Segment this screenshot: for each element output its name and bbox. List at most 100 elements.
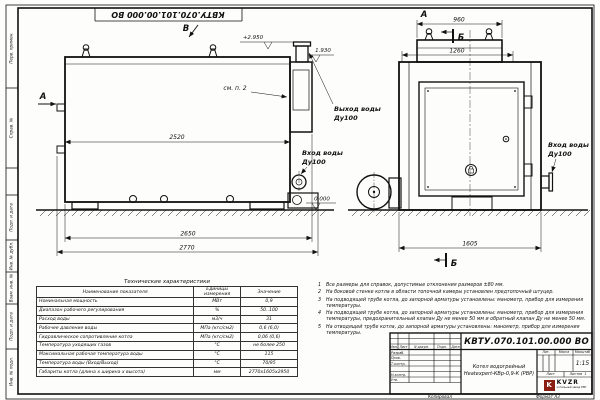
section-label-bottom: Б — [451, 259, 458, 269]
designation-top-rotated: КВТУ.070.101.00.000 ВО — [111, 10, 225, 19]
lifting-lug — [82, 44, 90, 51]
title-block-col-list: Лист — [399, 344, 408, 349]
note-text: Все размеры для справок, допустимые откл… — [326, 283, 505, 288]
water-inlet-stub-front — [540, 175, 550, 189]
cell-name: Номинальная мощность — [35, 297, 195, 307]
title-block-col-doc: N докум. — [414, 344, 429, 349]
logo-sub-text: котельный завод РЭП — [556, 386, 587, 390]
side-view-dimensions — [38, 24, 336, 256]
outlet-label-line1: Выход воды — [334, 105, 381, 113]
title-block-row-tkontr: Т.контр. — [391, 361, 406, 366]
cell-value: 2770х1605х2950 — [240, 367, 298, 378]
tech-header-value: Значение — [240, 285, 298, 299]
ground-hatch-left — [39, 209, 327, 217]
logo-emblem: K — [543, 379, 555, 391]
cell-value: 115 — [240, 349, 298, 360]
water-outlet-stub — [295, 45, 309, 63]
cell-name: Расход воды — [35, 314, 195, 325]
title-block-grid — [389, 332, 593, 395]
title-block-col-date: Дата — [451, 344, 460, 349]
cell-unit: МВт — [193, 297, 242, 307]
side-view-label: В — [183, 24, 189, 34]
dim-2770: 2770 — [179, 245, 194, 252]
furnace-door — [418, 81, 525, 197]
level-pipe: 1.930 — [315, 48, 331, 54]
sheets-value: 1 — [584, 372, 587, 377]
ash-box — [451, 196, 493, 211]
blower-fan — [356, 174, 392, 210]
dim-2520: 2520 — [169, 134, 184, 141]
door-handle — [502, 135, 510, 143]
title-block-row-prov: Пров. — [391, 356, 401, 360]
copied-label: Копировал — [428, 394, 452, 399]
dim-960: 960 — [453, 17, 465, 24]
cell-unit: % — [193, 305, 242, 316]
title-block-mass-label: Масса — [558, 350, 570, 355]
title-block-col-sign: Подп. — [437, 344, 447, 349]
cell-value: не более 250 — [240, 341, 298, 351]
rear-pump-unit — [287, 192, 319, 209]
inlet-label-side-line2: Ду100 — [301, 158, 326, 166]
section-label-top: Б — [458, 33, 465, 43]
dim-2650: 2650 — [180, 231, 195, 238]
title-block-row-razrab: Разраб. — [391, 350, 405, 355]
note-number: 3 — [318, 297, 322, 303]
note-number: 2 — [318, 290, 322, 296]
stamp-inv-podl: Инв. № подл. — [9, 357, 14, 386]
stamp-sprav: Справ. № — [9, 117, 14, 138]
side-view-geometry — [36, 41, 334, 217]
cell-value: 70/95 — [240, 358, 298, 369]
title-block-designation: КВТУ.070.101.00.000 ВО — [464, 336, 589, 347]
cell-value: 0,06 (0,6) — [240, 332, 298, 343]
drain-fitting — [129, 195, 137, 203]
note-text: На подводящей трубе котла, до запорной а… — [326, 311, 586, 323]
cell-value: 0,6 (6,0) — [240, 323, 298, 334]
title-block-scale-label: Масштаб — [574, 350, 591, 355]
stamp-inv-dubl: Инв. № дубл. — [9, 242, 14, 271]
tech-header-unit: Единицы измерения — [193, 285, 242, 299]
cell-unit: °С — [193, 349, 242, 360]
note-text: На боковой стенке котла в области топочн… — [326, 290, 554, 296]
title-block-sheet-label: Лист — [546, 372, 555, 377]
sheet-frame — [5, 4, 595, 400]
scale-value: 1:15 — [575, 359, 590, 367]
front-view-dimensions — [398, 20, 557, 267]
tech-characteristics-table: Технические характеристики Наименование … — [35, 279, 298, 378]
dim-1260: 1260 — [449, 48, 464, 55]
title-block-sheets: Листов 1 — [564, 372, 592, 378]
format-label: Формат А3 — [536, 394, 560, 399]
inlet-label-front-line1: Вход воды — [548, 141, 589, 149]
title-block-product-name: Котел водогрейный Heatexpert-КВр-0,9-К (… — [463, 364, 535, 377]
lifting-lug — [485, 28, 493, 35]
cell-value: 31 — [240, 314, 298, 325]
level-top: +2.950 — [243, 35, 264, 41]
door-lock-emblem — [465, 164, 477, 176]
cell-name: Температура уходящих газов — [35, 341, 195, 351]
note-text: На отводящей трубе котла, до запорной ар… — [326, 324, 580, 336]
front-view-label: А — [420, 10, 428, 20]
manufacturer-logo: K KVZR котельный завод РЭП — [538, 378, 592, 393]
stamp-podp-data-1: Подп. и дата — [9, 203, 14, 232]
front-view-geometry — [348, 28, 591, 217]
sheets-label: Листов — [569, 372, 583, 377]
cell-unit: °С — [193, 341, 242, 351]
cell-unit: МПа (кгс/см2) — [193, 332, 242, 343]
title-block-row-utv: Утв. — [391, 378, 399, 382]
cell-name: Габариты котла (длина х ширина х высота) — [35, 367, 195, 378]
cell-value: 50..100 — [240, 305, 298, 316]
dim-1605: 1605 — [462, 241, 477, 248]
logo-mark-text: KVZR — [556, 379, 579, 387]
door-hinge — [523, 95, 533, 109]
cell-name: Рабочее давление воды — [35, 323, 195, 334]
